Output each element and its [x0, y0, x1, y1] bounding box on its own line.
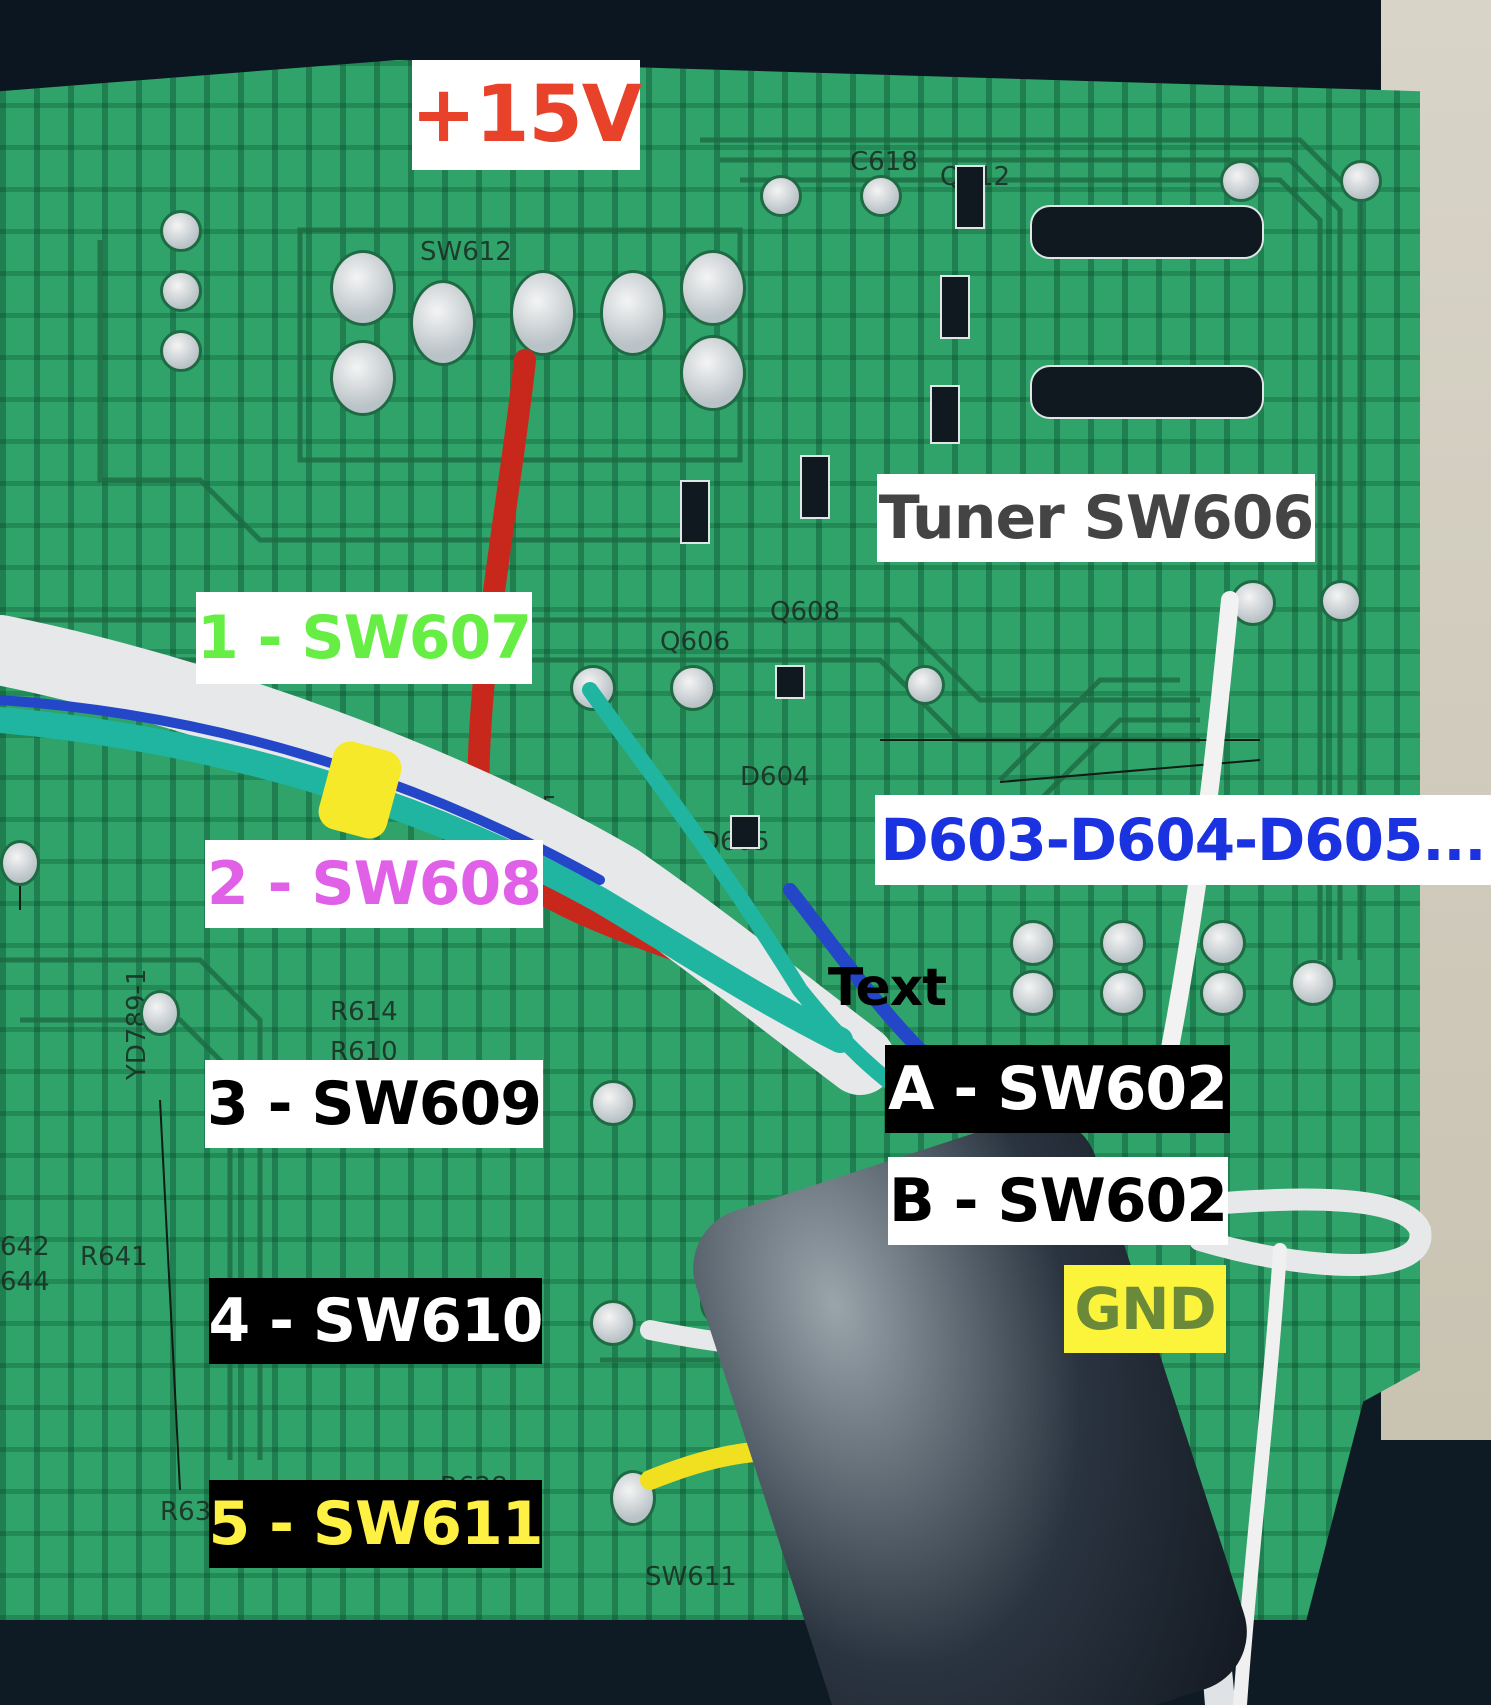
transistor-q606 [680, 480, 710, 544]
solder-pad [330, 340, 396, 416]
blue-wire [783, 883, 937, 1067]
solder-pad [590, 1080, 636, 1126]
label-tuner-sw606: Tuner SW606 [877, 474, 1315, 562]
teal-wire [582, 682, 938, 1118]
pin-header [1030, 365, 1264, 419]
solder-pad [1200, 970, 1246, 1016]
label-sw607: 1 - SW607 [196, 592, 532, 684]
label-diodes: D603-D604-D605... [875, 795, 1491, 885]
solder-pad [1220, 160, 1262, 202]
solder-pad [1010, 970, 1056, 1016]
solder-pad [760, 175, 802, 217]
solder-pad [0, 840, 40, 886]
diode-d605 [730, 815, 760, 849]
solder-pad [160, 210, 202, 252]
solder-pad [1100, 920, 1146, 966]
label-plus-15v: +15V [411, 60, 642, 170]
solder-pad [1010, 920, 1056, 966]
solder-pad [680, 250, 746, 326]
solder-pad [590, 1300, 636, 1346]
diode-d604 [775, 665, 805, 699]
solder-pad [600, 270, 666, 356]
label-b-sw602: B - SW602 [888, 1157, 1228, 1245]
label-a-sw602: A - SW602 [885, 1045, 1230, 1133]
transistor-q611 [940, 275, 970, 339]
label-sw608: 2 - SW608 [205, 840, 543, 928]
transistor-q612 [955, 165, 985, 229]
solder-pad [410, 280, 476, 366]
solder-pad [905, 665, 945, 705]
label-sw609: 3 - SW609 [205, 1060, 543, 1148]
solder-pad [510, 270, 576, 356]
solder-pad [160, 270, 202, 312]
label-gnd: GND [1064, 1265, 1226, 1353]
solder-pad [1340, 160, 1382, 202]
label-sw610: 4 - SW610 [208, 1278, 544, 1364]
solder-pad [140, 990, 180, 1036]
transistor-q608 [800, 455, 830, 519]
transistor [930, 385, 960, 444]
label-sw611: 5 - SW611 [208, 1480, 544, 1568]
solder-pad [330, 250, 396, 326]
solder-pad [1320, 580, 1362, 622]
blue-wire-bundle [0, 695, 605, 885]
solder-pad [1100, 970, 1146, 1016]
solder-pad [160, 330, 202, 372]
yellow-cable-tie [318, 741, 402, 839]
label-text: Text [827, 958, 947, 1018]
solder-pad [1290, 960, 1336, 1006]
pin-header [1030, 205, 1264, 259]
solder-pad [670, 665, 716, 711]
solder-pad [1200, 920, 1246, 966]
solder-pad [680, 335, 746, 411]
solder-pad [860, 175, 902, 217]
